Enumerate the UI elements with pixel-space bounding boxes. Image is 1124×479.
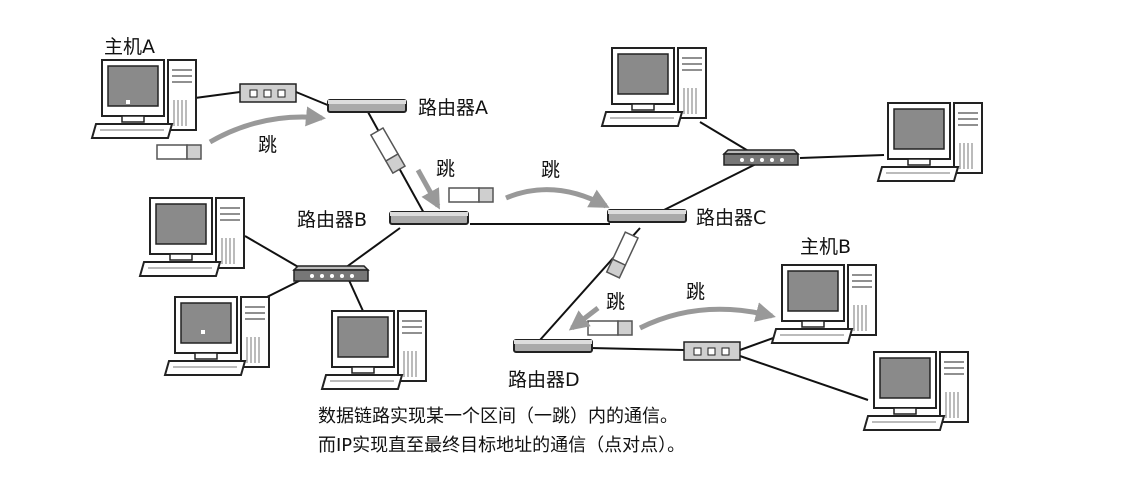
- router-d-label: 路由器D: [508, 369, 580, 391]
- hop-label: 跳: [436, 158, 456, 180]
- computer: [139, 197, 245, 277]
- hop-label: 跳: [686, 281, 706, 303]
- computer: [863, 351, 969, 431]
- host-a-computer: [91, 59, 197, 139]
- router-c-label: 路由器C: [696, 207, 767, 229]
- packet: [605, 231, 639, 279]
- router-b: [389, 211, 469, 225]
- cables: [194, 91, 885, 401]
- bridge-device: [239, 83, 297, 103]
- host-b-label: 主机B: [800, 236, 852, 258]
- router-c: [607, 209, 687, 223]
- packet: [587, 320, 633, 336]
- computer: [601, 47, 707, 127]
- caption-line-1: 数据链路实现某一个区间（一跳）内的通信。: [318, 406, 678, 427]
- host-b-computer: [771, 264, 877, 344]
- packet: [156, 144, 202, 160]
- router-a-label: 路由器A: [418, 97, 488, 119]
- host-a-label: 主机A: [104, 36, 155, 58]
- hop-label: 跳: [258, 134, 278, 156]
- hop-label: 跳: [606, 291, 626, 313]
- computer: [164, 296, 270, 376]
- switching-hub: [723, 149, 799, 166]
- computer: [877, 102, 983, 182]
- packet: [448, 187, 494, 203]
- hop-arrows: [208, 106, 776, 331]
- packet: [370, 127, 406, 174]
- bridge-device: [683, 341, 741, 361]
- switching-hub: [293, 265, 369, 282]
- router-d: [513, 339, 593, 353]
- router-a: [327, 99, 407, 113]
- hop-label: 跳: [541, 159, 561, 181]
- computer: [321, 310, 427, 390]
- router-b-label: 路由器B: [297, 209, 368, 231]
- caption-line-2: 而IP实现直至最终目标地址的通信（点对点）。: [318, 435, 686, 456]
